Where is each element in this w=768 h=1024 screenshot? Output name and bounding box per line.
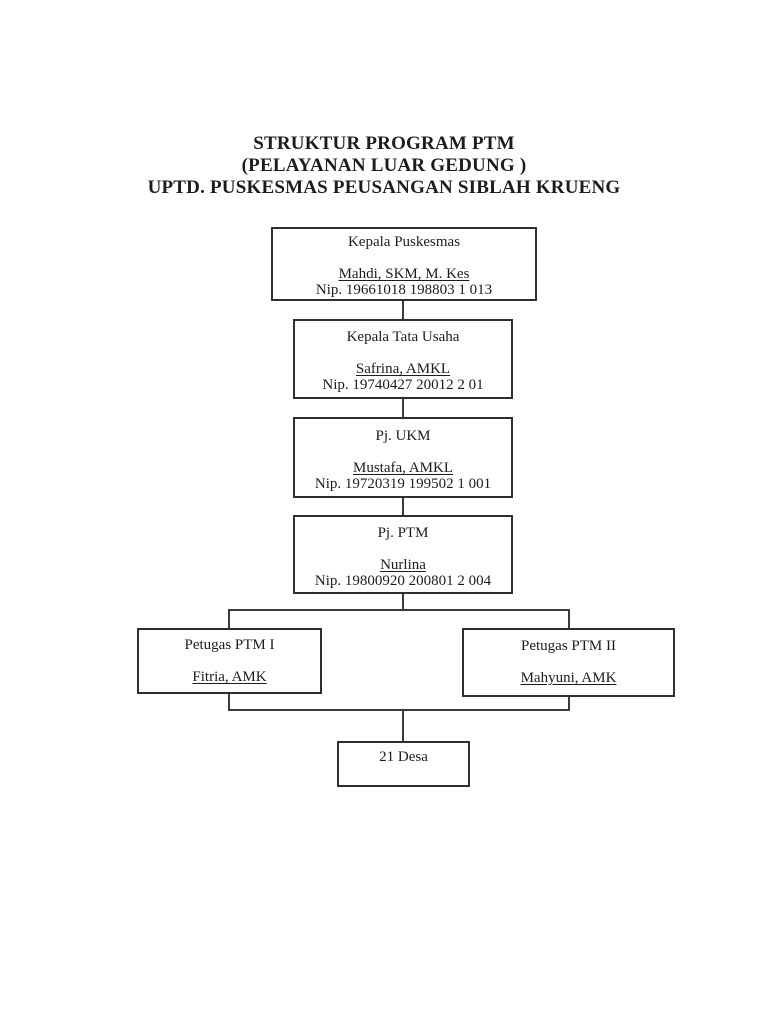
person-name: Mahdi, SKM, M. Kes <box>338 266 470 282</box>
org-box-petugas-ptm-1: Petugas PTM I Fitria, AMK <box>137 628 322 694</box>
role-label: Petugas PTM II <box>521 638 616 654</box>
spacer <box>139 653 320 669</box>
nip-label: Nip. 19720319 199502 1 001 <box>314 476 492 492</box>
org-box-21-desa: 21 Desa <box>337 741 470 787</box>
role-label: Pj. PTM <box>377 525 429 541</box>
role-label: Kepala Puskesmas <box>347 234 461 250</box>
connector-v-split-to-petugas1 <box>228 609 230 628</box>
connector-v-tatausaha-to-ukm <box>402 399 404 417</box>
role-label: Kepala Tata Usaha <box>346 329 460 345</box>
desa-label: 21 Desa <box>379 749 428 765</box>
connector-v-petugas1-to-merge <box>228 694 230 709</box>
spacer <box>295 444 511 460</box>
org-box-pj-ptm: Pj. PTM Nurlina Nip. 19800920 200801 2 0… <box>293 515 513 594</box>
person-name: Mustafa, AMKL <box>353 460 453 476</box>
spacer <box>273 250 535 266</box>
connector-h-merge-bottom <box>228 709 570 711</box>
connector-v-merge-to-desa <box>402 709 404 741</box>
nip-label: Nip. 19661018 198803 1 013 <box>315 282 493 298</box>
org-box-kepala-puskesmas: Kepala Puskesmas Mahdi, SKM, M. Kes Nip.… <box>271 227 537 301</box>
org-box-pj-ukm: Pj. UKM Mustafa, AMKL Nip. 19720319 1995… <box>293 417 513 498</box>
chart-title: STRUKTUR PROGRAM PTM (PELAYANAN LUAR GED… <box>0 133 768 199</box>
org-box-petugas-ptm-2: Petugas PTM II Mahyuni, AMK <box>462 628 675 697</box>
person-name: Mahyuni, AMK <box>520 670 617 686</box>
title-line-3: UPTD. PUSKESMAS PEUSANGAN SIBLAH KRUENG <box>147 177 621 198</box>
connector-v-split-to-petugas2 <box>568 609 570 628</box>
role-label: Pj. UKM <box>375 428 431 444</box>
role-label: Petugas PTM I <box>184 637 275 653</box>
connector-h-split-top <box>228 609 570 611</box>
org-box-kepala-tata-usaha: Kepala Tata Usaha Safrina, AMKL Nip. 197… <box>293 319 513 399</box>
person-name: Safrina, AMKL <box>355 361 451 377</box>
spacer <box>464 654 673 670</box>
person-name: Fitria, AMK <box>192 669 267 685</box>
person-name: Nurlina <box>380 557 426 573</box>
nip-label: Nip. 19740427 20012 2 01 <box>322 377 484 393</box>
connector-v-petugas2-to-merge <box>568 697 570 709</box>
connector-v-ptm-to-split <box>402 594 404 609</box>
nip-label: Nip. 19800920 200801 2 004 <box>314 573 492 589</box>
connector-v-kepala-to-tatausaha <box>402 301 404 319</box>
connector-v-ukm-to-ptm <box>402 498 404 515</box>
spacer <box>295 345 511 361</box>
title-line-2: (PELAYANAN LUAR GEDUNG ) <box>241 155 527 176</box>
spacer <box>295 541 511 557</box>
title-line-1: STRUKTUR PROGRAM PTM <box>253 133 515 154</box>
